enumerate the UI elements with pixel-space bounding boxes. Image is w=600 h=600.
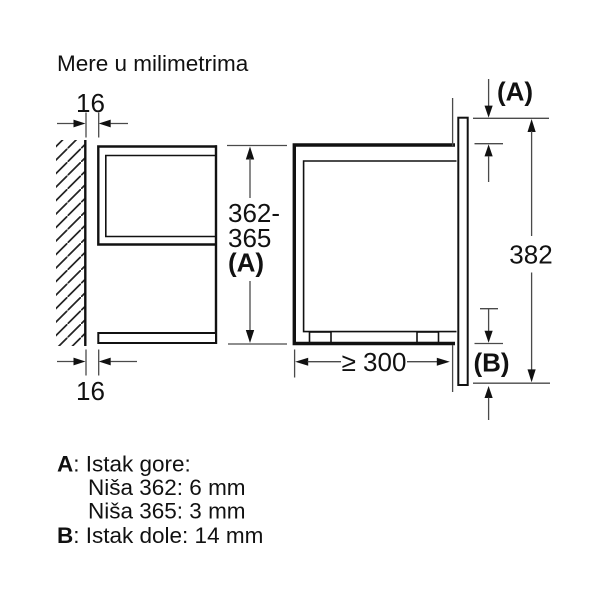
note-b-value: : Istak dole: 14 mm (73, 523, 263, 548)
note-a-line2: Niša 362: 6 mm (88, 475, 246, 500)
arrowhead-left-icon (98, 119, 111, 128)
arrowhead-right-icon (436, 357, 450, 366)
dimension-label: 16 (76, 88, 105, 118)
dimension-niche-depth: ≥ 300 (293, 347, 450, 378)
legend-notes: A: Istak gore: Niša 362: 6 mm Niša 365: … (57, 452, 263, 549)
arrowhead-down-icon (527, 369, 536, 383)
note-a-key: A (57, 452, 73, 477)
note-b-key: B (57, 523, 73, 548)
arrowhead-down-icon (484, 330, 493, 343)
dimension-label: 362- (228, 198, 280, 228)
note-a-value: : Istak gore: (73, 452, 191, 477)
dimension-bottom-protrusion: (B) (473, 308, 550, 420)
niche-walls-outline (292, 143, 455, 346)
note-b-heading: B: Istak dole: 14 mm (57, 523, 263, 548)
arrowhead-down-icon (245, 330, 255, 343)
dimension-ref-b: (B) (474, 348, 510, 378)
appliance-door-panel (457, 116, 469, 386)
arrowhead-down-icon (484, 105, 493, 118)
dimension-wall-gap-top: 16 (57, 88, 128, 138)
right-side-section-view: (A) 382 (B) ≥ 300 (292, 77, 553, 420)
arrowhead-up-icon (245, 146, 255, 160)
dimension-label: 16 (76, 376, 105, 406)
niche-cabinet-outline (97, 145, 218, 344)
arrowhead-up-icon (484, 144, 493, 157)
note-a-heading: A: Istak gore: (57, 452, 191, 477)
dimension-door-height: 382 (509, 119, 553, 383)
arrowhead-up-icon (484, 386, 493, 398)
wall-hatching (56, 140, 87, 346)
dimension-niche-height: 362- 365 (A) (227, 144, 287, 345)
dimension-wall-gap-bottom: 16 (57, 349, 137, 406)
dimension-top-protrusion: (A) (473, 77, 549, 182)
left-side-section-view: 16 16 362- 365 (A) (56, 88, 287, 406)
dimension-label: 365 (228, 223, 271, 253)
arrowhead-up-icon (527, 119, 536, 132)
dimension-ref-a: (A) (497, 77, 533, 107)
appliance-foot-right (416, 331, 440, 344)
niche-bottom-shelf (97, 332, 217, 344)
dimension-label: ≥ 300 (342, 347, 407, 377)
arrowhead-left-icon (295, 357, 309, 366)
arrowhead-left-icon (98, 357, 111, 366)
appliance-foot-left (308, 331, 332, 344)
dimension-label: 382 (509, 240, 552, 270)
note-a-line3: Niša 365: 3 mm (88, 499, 246, 524)
page-title: Mere u milimetrima (57, 51, 249, 76)
dimension-ref-a: (A) (228, 248, 264, 278)
appliance-body-outline (302, 160, 457, 333)
arrowhead-right-icon (73, 119, 86, 128)
arrowhead-right-icon (73, 357, 86, 366)
